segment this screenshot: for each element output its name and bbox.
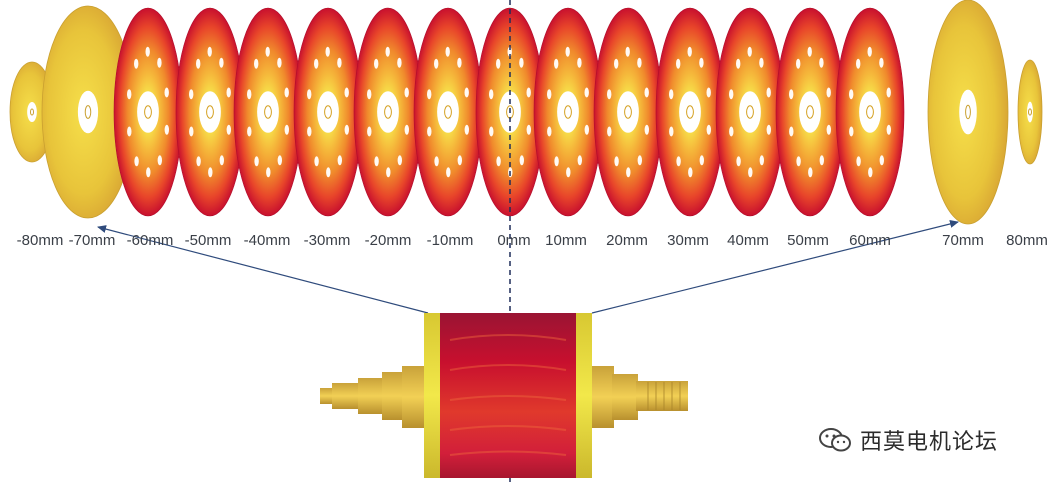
arrow-right <box>591 220 959 314</box>
slice-disc <box>1017 59 1043 165</box>
slice-disc <box>835 7 905 217</box>
slice-disc <box>293 7 363 217</box>
position-label: 40mm <box>727 232 769 249</box>
spline-teeth <box>647 382 681 410</box>
shaft-left-tip <box>320 388 334 404</box>
position-label: -20mm <box>364 232 412 249</box>
shaft-left-step-1 <box>332 383 360 409</box>
position-label: 10mm <box>545 232 587 249</box>
shaft-right-spline <box>636 381 688 411</box>
shaft-left-step-4 <box>402 366 426 428</box>
wechat-icon <box>819 428 851 452</box>
shaft-right-step-1 <box>592 366 614 428</box>
slice-disc <box>113 7 183 217</box>
cross-section-slices <box>9 0 1043 225</box>
arrow-left <box>97 225 429 314</box>
slice-disc <box>715 7 785 217</box>
slice-disc <box>353 7 423 217</box>
rotor-side-view <box>320 313 688 478</box>
position-label: -80mm <box>16 232 64 249</box>
shaft-right-step-2 <box>612 374 638 420</box>
watermark: 西莫电机论坛 <box>818 425 998 455</box>
watermark-text: 西莫电机论坛 <box>860 430 999 455</box>
rotor-core <box>440 313 576 478</box>
slice-disc <box>593 7 663 217</box>
position-label: -60mm <box>126 232 174 249</box>
slice-disc <box>41 5 135 219</box>
position-label: 60mm <box>849 232 891 249</box>
slice-disc <box>655 7 725 217</box>
position-label: 70mm <box>942 232 984 249</box>
position-label: -10mm <box>426 232 474 249</box>
end-ring-right <box>574 313 592 478</box>
position-label: -50mm <box>184 232 232 249</box>
position-label: -30mm <box>303 232 351 249</box>
shaft-left-step-3 <box>382 372 404 420</box>
position-label: -70mm <box>68 232 116 249</box>
position-label: -40mm <box>243 232 291 249</box>
position-label: 20mm <box>606 232 648 249</box>
slice-disc <box>533 7 603 217</box>
slice-disc <box>413 7 483 217</box>
position-label: 0mm <box>497 232 531 249</box>
slice-disc <box>775 7 845 217</box>
core-streaks <box>449 334 567 456</box>
position-label: 80mm <box>1006 232 1048 249</box>
shaft-left-step-2 <box>358 378 384 414</box>
position-label: 30mm <box>667 232 709 249</box>
slice-disc <box>927 0 1009 225</box>
position-label: 50mm <box>787 232 829 249</box>
end-ring-left <box>424 313 442 478</box>
slice-disc <box>233 7 303 217</box>
slice-disc <box>175 7 245 217</box>
